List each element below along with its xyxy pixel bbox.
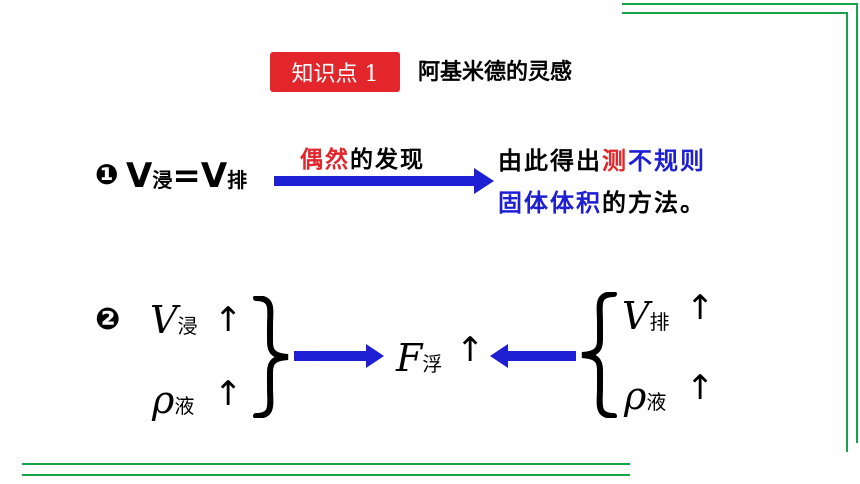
arrow-label-rest: 的发现 bbox=[350, 147, 425, 173]
right-arrow-1 bbox=[274, 168, 494, 194]
result-blue-2: 固体体积 bbox=[498, 189, 602, 217]
arrow-label-red: 偶然 bbox=[300, 147, 350, 173]
frame-line-right-2 bbox=[846, 12, 848, 452]
volume-equation: V浸=V排 bbox=[126, 156, 247, 196]
right-brace bbox=[253, 296, 289, 418]
item-number-1: ❶ bbox=[95, 158, 119, 191]
arrow-label: 偶然的发现 bbox=[300, 140, 425, 174]
v-pai-symbol: V排 bbox=[622, 294, 670, 338]
rho-liquid-symbol: ρ液 bbox=[152, 378, 195, 422]
up-arrow-icon: ↑ bbox=[686, 368, 715, 408]
right-arrow-2 bbox=[294, 344, 384, 368]
frame-line-bottom-2 bbox=[22, 474, 630, 476]
sub-pai: 排 bbox=[227, 168, 248, 192]
v-letter: V bbox=[126, 156, 153, 196]
equals-sign: = bbox=[172, 156, 201, 196]
left-brace bbox=[581, 292, 617, 418]
frame-line-top-1 bbox=[622, 3, 858, 5]
topic-badge: 知识点 1 bbox=[270, 52, 400, 92]
result-black-1: 由此得出 bbox=[498, 147, 602, 175]
frame-line-bottom-1 bbox=[22, 463, 630, 465]
result-red: 测 bbox=[602, 147, 628, 175]
page-title: 阿基米德的灵感 bbox=[418, 60, 573, 85]
up-arrow-icon: ↑ bbox=[214, 300, 243, 340]
v-jin-symbol: V浸 bbox=[150, 298, 198, 342]
result-blue-1: 不规则 bbox=[628, 147, 706, 175]
v-letter: V bbox=[200, 156, 228, 196]
up-arrow-icon: ↑ bbox=[456, 330, 485, 370]
frame-line-right-1 bbox=[856, 3, 858, 443]
rho-liquid-symbol: ρ液 bbox=[624, 374, 667, 418]
result-black-2: 的方法。 bbox=[602, 189, 706, 217]
sub-jin: 浸 bbox=[152, 168, 173, 192]
item-number-2: ❷ bbox=[95, 302, 121, 337]
f-buoyancy-symbol: F浮 bbox=[396, 336, 443, 380]
frame-line-top-2 bbox=[622, 12, 848, 14]
up-arrow-icon: ↑ bbox=[686, 288, 715, 328]
left-arrow bbox=[490, 344, 576, 368]
result-text: 由此得出测不规则 固体体积的方法。 bbox=[498, 140, 706, 224]
up-arrow-icon: ↑ bbox=[214, 374, 243, 414]
